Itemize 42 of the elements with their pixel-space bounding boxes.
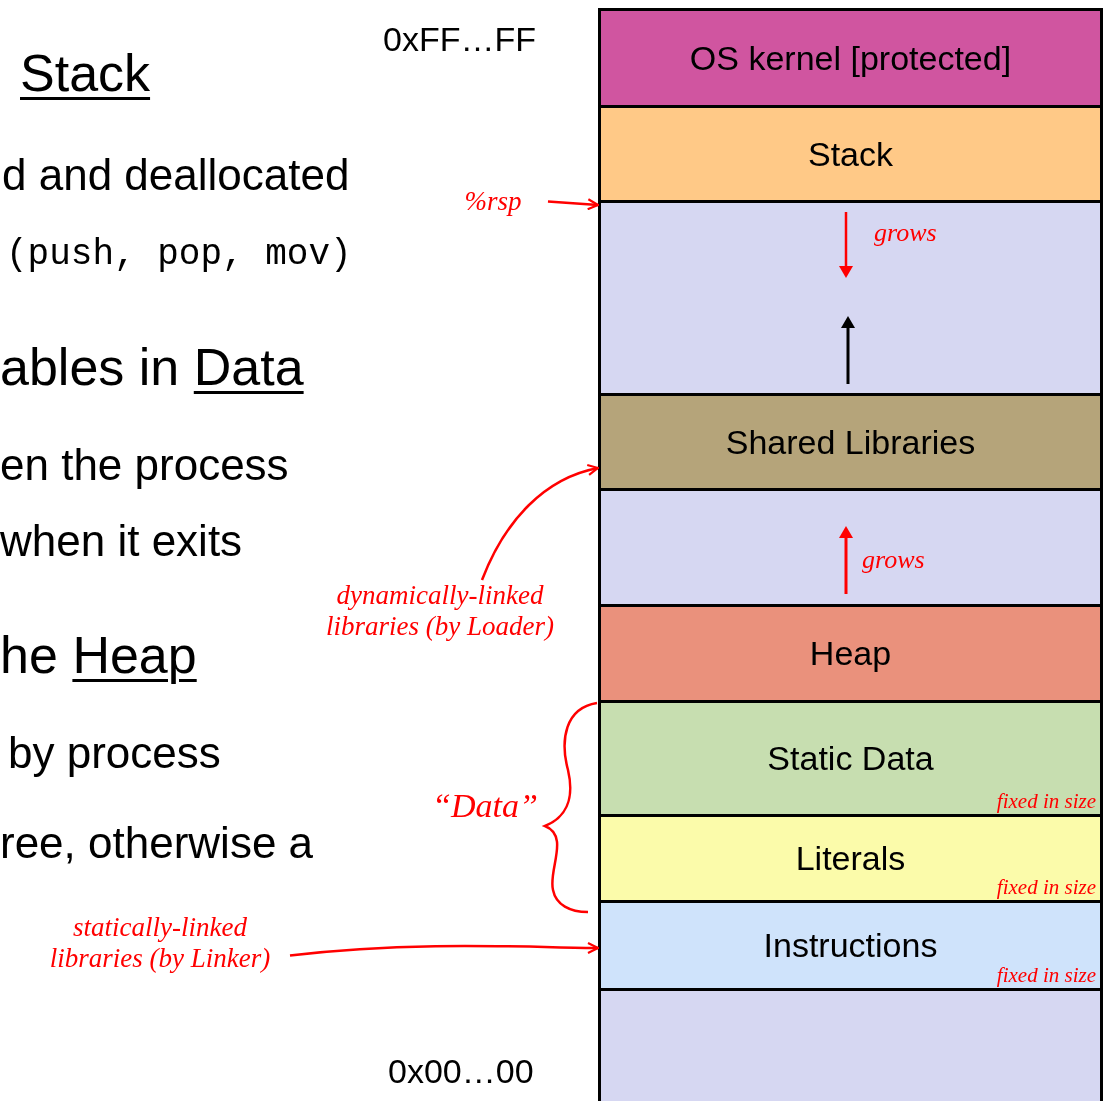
handwritten-annotation: statically-linked libraries (by Linker) [30,912,290,975]
segment-label: OS kernel [protected] [689,38,1012,78]
memory-segment [598,814,1103,903]
arrow [547,198,600,211]
body-text: ree, otherwise a [0,818,314,869]
heading-text: Data [193,338,304,398]
memory-segment [598,604,1103,703]
memory-segment [598,393,1103,491]
body-text: (push, pop, mov) [6,234,352,276]
memory-segment [598,900,1103,991]
address-label: 0x00…00 [388,1052,534,1092]
segment-label: Literals [795,839,906,878]
body-text: ables in [0,338,180,398]
segment-label: Shared Libraries [725,422,976,462]
segment-label: Stack [807,134,893,174]
body-text: he [0,626,58,686]
handwritten-note: fixed in size [996,789,1096,814]
body-text: d and deallocated [2,150,350,201]
handwritten-annotation: dynamically-linked libraries (by Loader) [300,580,580,643]
segment-label: Static Data [767,739,934,778]
empty-memory-region [598,488,1103,607]
body-text: when it exits [0,516,243,567]
heading-text: Stack [20,44,151,104]
memory-segment [598,8,1103,108]
empty-memory-region [598,200,1103,396]
heading-text: Heap [72,626,197,686]
memory-segment [598,105,1103,203]
handwritten-annotation: %rsp [438,186,548,218]
handwritten-note: “Data” [432,786,538,826]
segment-label: Heap [809,634,892,673]
address-label: 0xFF…FF [383,20,536,60]
arrow [480,464,600,581]
handwritten-note: fixed in size [996,875,1096,900]
memory-segment [598,700,1103,817]
segment-label: Instructions [763,926,938,965]
handwritten-note: grows [862,545,925,575]
body-text: by process [8,728,221,779]
handwritten-note: fixed in size [996,963,1096,988]
empty-memory-region [598,988,1103,1101]
arrow [289,941,600,957]
handwritten-note: grows [874,218,937,248]
body-text: en the process [0,440,289,491]
